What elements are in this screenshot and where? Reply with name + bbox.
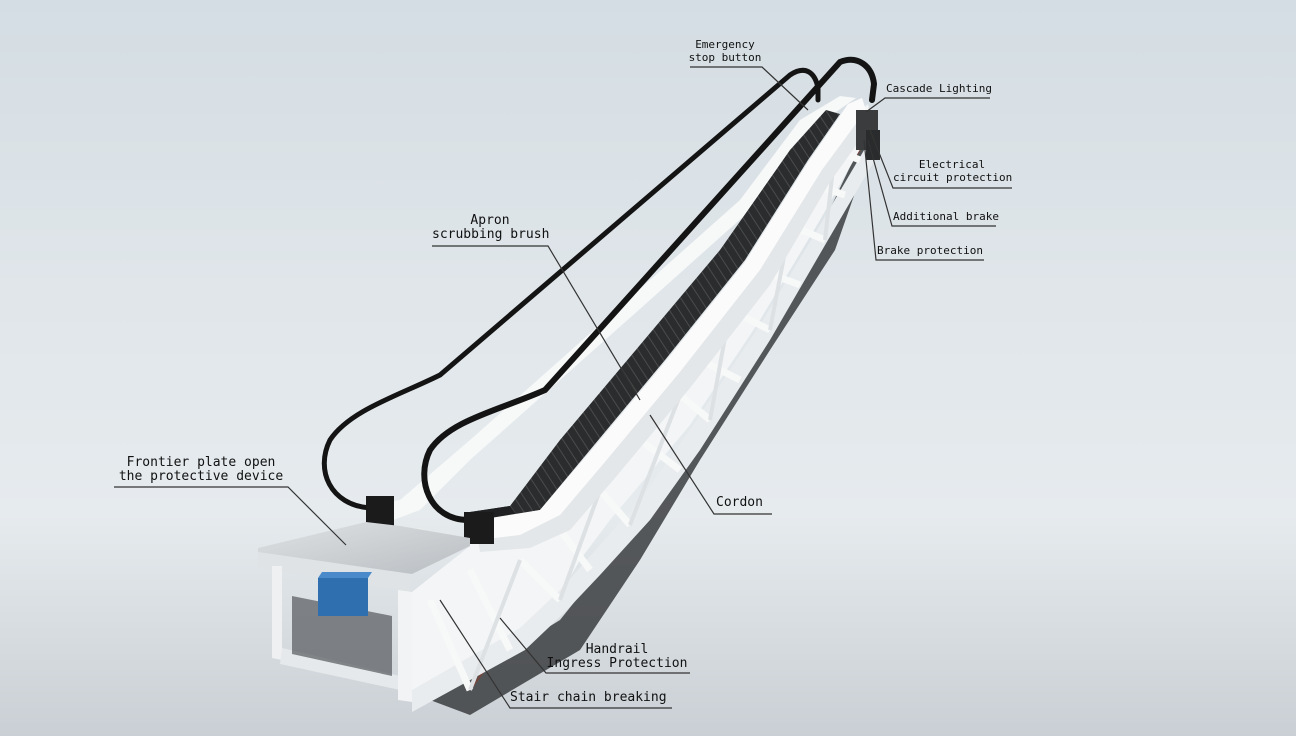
far-handrail: [321, 68, 821, 511]
truss: [412, 104, 876, 712]
label-frontier-line1: Frontier plate open: [126, 455, 276, 470]
label-brake-protection: Brake protection: [877, 244, 983, 257]
upper-landing: [856, 110, 880, 160]
leader-cascade: [865, 97, 990, 113]
drive-motor: [318, 578, 368, 616]
label-frontier-plate: Frontier plate open the protective devic…: [114, 456, 288, 484]
leader-frontier: [114, 486, 347, 546]
leader-additional: [867, 139, 996, 227]
label-electrical-line1: Electrical: [918, 158, 986, 171]
label-electrical-circuit: Electrical circuit protection: [893, 158, 1013, 184]
leader-electrical: [869, 129, 1012, 189]
newel-ends: [366, 496, 494, 544]
leader-emergency: [690, 66, 809, 111]
handrails: [321, 56, 878, 523]
label-frontier-line2: the protective device: [118, 469, 284, 484]
label-apron-line2: scrubbing brush: [432, 227, 550, 242]
label-emergency-line1: Emergency: [695, 38, 755, 51]
near-handrail: [421, 56, 878, 523]
label-apron-line1: Apron: [470, 213, 510, 228]
near-balustrade: [478, 98, 870, 552]
label-additional-brake: Additional brake: [893, 210, 999, 223]
label-emergency-line2: stop button: [688, 51, 762, 64]
label-handrail-line1: Handrail: [585, 642, 649, 657]
label-emergency-stop: Emergency stop button: [688, 38, 762, 64]
leader-apron: [432, 245, 641, 401]
label-cascade-lighting: Cascade Lighting: [886, 82, 992, 95]
leader-brake: [863, 139, 984, 261]
label-apron-brush: Apron scrubbing brush: [432, 213, 550, 242]
label-electrical-line2: circuit protection: [893, 171, 1013, 184]
label-handrail-line2: Ingress Protection: [546, 656, 688, 671]
label-cordon: Cordon: [716, 495, 763, 510]
leader-cordon: [649, 414, 772, 515]
leader-lines: [114, 66, 1012, 709]
label-stair-chain: Stair chain breaking: [510, 690, 667, 705]
leader-handrail: [499, 617, 690, 674]
label-handrail-ingress: Handrail Ingress Protection: [544, 643, 690, 671]
floor-plate: [258, 522, 470, 574]
far-balustrade: [370, 96, 856, 528]
leader-stair-chain: [439, 599, 672, 709]
